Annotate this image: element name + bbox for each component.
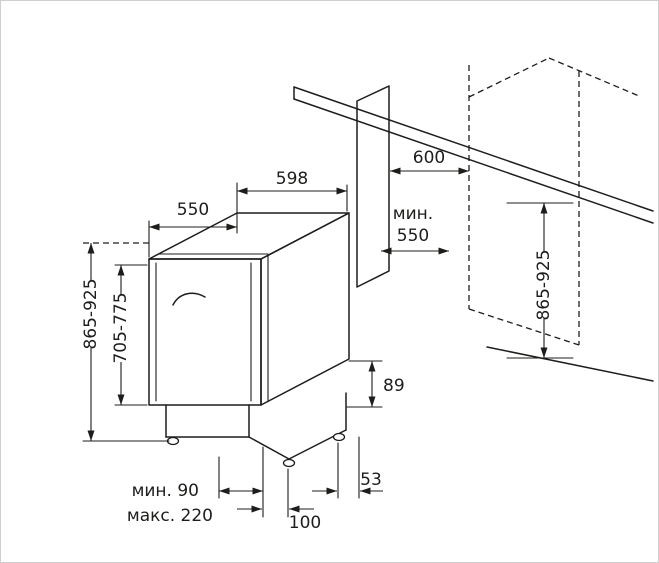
front-foot bbox=[282, 458, 296, 468]
dimension-niche-height: 865-925 bbox=[506, 202, 574, 359]
dishwasher-right-face bbox=[260, 212, 350, 406]
rear-foot bbox=[332, 432, 346, 442]
dimension-label-door-height: 705-775 bbox=[111, 292, 131, 363]
dimension-label-appliance-height: 865-925 bbox=[81, 278, 101, 349]
dimension-door-height: 705-775 bbox=[111, 264, 148, 406]
side-panel-outline bbox=[356, 85, 390, 288]
countertop-bottom-edge bbox=[293, 98, 654, 224]
dimension-plinth-recess: мин. 90 макс. 220 bbox=[127, 446, 264, 526]
countertop bbox=[293, 86, 654, 224]
dishwasher-base bbox=[165, 392, 347, 468]
dimension-label-niche-depth-value: 550 bbox=[397, 226, 429, 246]
dishwasher bbox=[148, 212, 350, 468]
dimension-niche-depth: мин. 550 bbox=[381, 204, 449, 255]
dimension-label-appliance-depth: 550 bbox=[177, 200, 209, 220]
dimension-label-appliance-width: 598 bbox=[276, 169, 308, 189]
dimension-niche-width: 600 bbox=[390, 148, 469, 175]
niche-bottom-edge-dashed bbox=[468, 308, 580, 346]
countertop-top-edge bbox=[293, 86, 654, 212]
base-bottom-slant-edge bbox=[248, 436, 290, 460]
dishwasher-front-face bbox=[148, 258, 262, 406]
door-handle-curve bbox=[172, 292, 206, 306]
dimension-rear-base-height: 89 bbox=[346, 360, 405, 408]
dimension-front-foot-offset: 100 bbox=[237, 468, 321, 533]
dimension-label-rear-base-height: 89 bbox=[383, 376, 405, 396]
dimension-label-plinth-min: мин. 90 bbox=[132, 481, 199, 501]
dimension-appliance-width: 598 bbox=[237, 169, 348, 212]
dimension-label-niche-width: 600 bbox=[413, 148, 445, 168]
niche-top-left-edge-dashed bbox=[468, 57, 550, 98]
niche-top-right-edge-dashed bbox=[548, 57, 640, 97]
dimension-label-rear-foot-offset: 53 bbox=[360, 470, 382, 490]
floor-line bbox=[486, 346, 654, 382]
cabinet-side-panel bbox=[356, 85, 390, 288]
dimension-appliance-height: 865-925 bbox=[81, 242, 170, 442]
dimension-rear-foot-offset: 53 bbox=[312, 436, 383, 499]
dimension-label-niche-depth-min: мин. bbox=[393, 204, 433, 224]
dimension-label-front-foot-offset: 100 bbox=[289, 513, 321, 533]
dimension-label-niche-height: 865-925 bbox=[534, 249, 554, 320]
dimension-label-plinth-max: макс. 220 bbox=[127, 506, 213, 526]
niche-outline bbox=[468, 57, 640, 346]
